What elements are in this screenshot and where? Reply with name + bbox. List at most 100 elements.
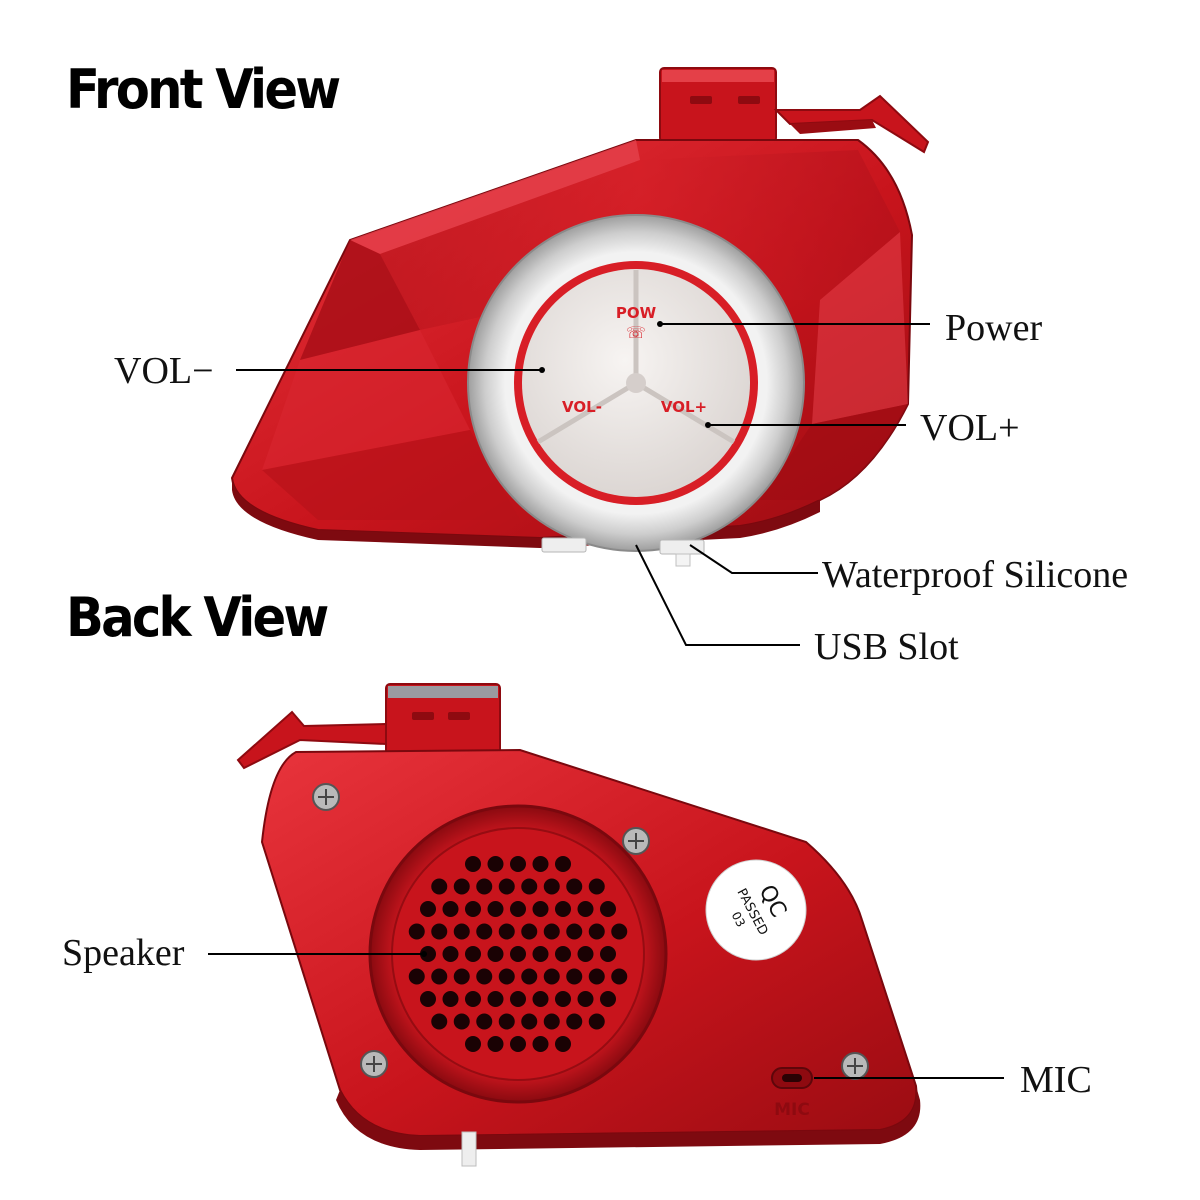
grille-hole	[588, 878, 605, 895]
grille-hole	[442, 901, 459, 917]
screw	[360, 1050, 388, 1078]
grille-hole	[465, 991, 481, 1007]
vol-plus-button-label: VOL+	[661, 398, 707, 416]
grille-hole	[476, 878, 493, 895]
silicone-flap	[541, 537, 587, 553]
grille-hole	[510, 901, 526, 917]
grille-hole	[487, 1036, 504, 1052]
grille-hole	[532, 946, 549, 962]
grille-hole	[431, 1013, 448, 1030]
grille-hole	[487, 901, 504, 917]
grille-hole	[521, 878, 538, 895]
grille-hole	[465, 1036, 481, 1052]
grille-hole	[442, 991, 459, 1007]
pow-label: POW	[616, 304, 657, 322]
grille-hole	[431, 878, 448, 895]
grille-hole	[543, 878, 560, 895]
grille-hole	[465, 946, 481, 962]
waterproof-leader	[689, 544, 818, 574]
grille-hole	[588, 923, 605, 940]
mic-engraving: MIC	[774, 1100, 810, 1120]
vol-plus-callout: VOL+	[920, 407, 1020, 449]
back-leader-lines	[208, 953, 1004, 1079]
grille-hole	[420, 946, 436, 962]
grille-hole	[442, 946, 459, 962]
grille-hole	[453, 1013, 470, 1030]
grille-hole	[408, 968, 425, 985]
grille-hole	[543, 1013, 560, 1030]
grille-hole	[453, 923, 470, 940]
grille-hole	[600, 901, 616, 917]
front-view-heading: Front View	[66, 58, 341, 121]
grille-hole	[453, 968, 470, 985]
grille-hole	[431, 923, 448, 940]
grille-hole	[465, 901, 481, 917]
phone-icon: ☏	[626, 323, 646, 342]
front-leader-lines	[236, 323, 930, 646]
mic-callout: MIC	[1020, 1059, 1092, 1101]
usb-slot-callout: USB Slot	[814, 626, 959, 668]
grille-hole	[521, 1013, 538, 1030]
grille-hole	[577, 946, 594, 962]
grille-hole	[566, 1013, 583, 1030]
vol-minus-callout: VOL−	[114, 350, 214, 392]
usb-leader	[635, 544, 800, 646]
grille-hole	[543, 968, 560, 985]
silicone-flap	[659, 539, 705, 555]
grille-hole	[555, 946, 571, 962]
grille-hole	[566, 923, 583, 940]
back-clip	[236, 683, 501, 770]
grille-hole	[521, 968, 538, 985]
grille-hole	[566, 968, 583, 985]
grille-hole	[420, 991, 436, 1007]
grille-hole	[431, 968, 448, 985]
grille-hole	[453, 878, 470, 895]
speaker-grille	[408, 856, 628, 1052]
grille-hole	[611, 968, 628, 985]
silicone-flap	[461, 1131, 477, 1167]
grille-hole	[611, 923, 628, 940]
qc-sticker: QC PASSED 03	[705, 859, 807, 961]
grille-hole	[498, 878, 515, 895]
back-device: QC PASSED 03 MIC	[236, 683, 921, 1167]
power-callout: Power	[945, 307, 1043, 349]
vol-minus-button-label: VOL-	[562, 398, 602, 416]
qc-number-text: 03	[729, 909, 749, 929]
grille-hole	[588, 968, 605, 985]
grille-hole	[487, 946, 504, 962]
grille-hole	[510, 991, 526, 1007]
grille-hole	[510, 856, 526, 872]
grille-hole	[408, 923, 425, 940]
front-device: POW ☏ VOL- VOL+	[230, 67, 930, 567]
grille-hole	[588, 1013, 605, 1030]
grille-hole	[577, 991, 594, 1007]
grille-hole	[510, 946, 526, 962]
grille-hole	[476, 1013, 493, 1030]
grille-hole	[566, 878, 583, 895]
front-clip	[659, 67, 930, 154]
grille-hole	[498, 923, 515, 940]
grille-hole	[555, 991, 571, 1007]
grille-hole	[555, 901, 571, 917]
back-view-heading: Back View	[66, 586, 329, 649]
grille-hole	[420, 901, 436, 917]
grille-hole	[555, 856, 571, 872]
grille-hole	[600, 946, 616, 962]
grille-hole	[521, 923, 538, 940]
grille-hole	[577, 901, 594, 917]
grille-hole	[487, 856, 504, 872]
grille-hole	[498, 1013, 515, 1030]
grille-hole	[487, 991, 504, 1007]
grille-hole	[510, 1036, 526, 1052]
screw	[622, 827, 650, 855]
screw	[312, 783, 340, 811]
screw	[841, 1052, 869, 1080]
grille-hole	[600, 991, 616, 1007]
grille-hole	[543, 923, 560, 940]
grille-hole	[476, 923, 493, 940]
speaker-callout: Speaker	[62, 932, 185, 974]
grille-hole	[532, 856, 549, 872]
grille-hole	[532, 1036, 549, 1052]
